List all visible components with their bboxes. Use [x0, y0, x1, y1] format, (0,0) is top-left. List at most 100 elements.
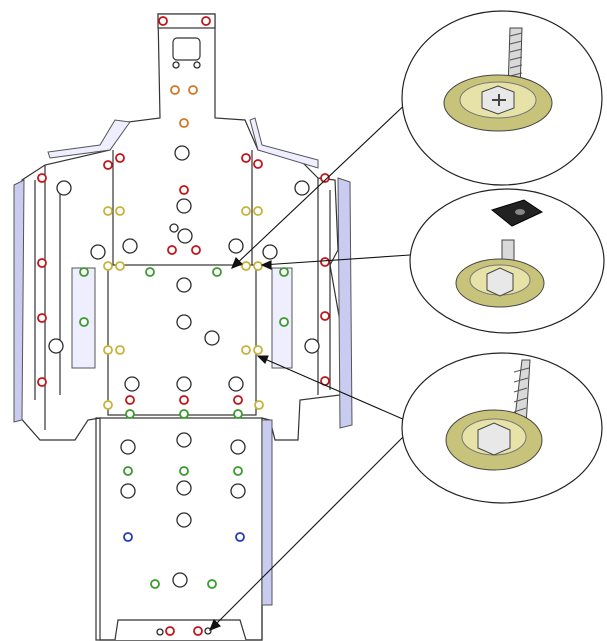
side-panels — [13, 117, 353, 606]
arrow-head-clip-nut — [260, 260, 272, 270]
mounting-hole — [193, 61, 201, 69]
fastener-marker — [125, 395, 135, 405]
fastener-marker — [241, 261, 251, 271]
fastener-marker — [79, 317, 89, 327]
fastener-marker — [115, 153, 125, 163]
leader-lines — [209, 97, 413, 631]
fastener-marker — [103, 400, 113, 410]
hole-markers — [37, 16, 330, 636]
leader-line-screw-washer-upper — [257, 355, 406, 421]
fastener-marker — [179, 395, 189, 405]
arrow-head-screw-washer-upper — [256, 355, 269, 364]
mounting-hole — [56, 180, 72, 196]
fastener-marker — [241, 153, 251, 163]
fastener-marker — [191, 245, 201, 255]
bottom-notch — [114, 619, 247, 641]
fastener-marker — [179, 118, 189, 128]
callout-screw-washer — [401, 352, 603, 504]
fastener-marker — [254, 400, 264, 410]
mounting-hole — [176, 480, 192, 496]
fastener-marker — [158, 16, 168, 26]
mounting-hole — [120, 439, 136, 455]
fastener-marker — [37, 173, 47, 183]
mounting-hole — [176, 314, 192, 330]
mounting-hole — [122, 238, 138, 254]
fastener-marker — [103, 206, 113, 216]
cross-slot — [492, 94, 506, 106]
mounting-hole — [124, 376, 140, 392]
fastener-marker — [115, 345, 125, 355]
bolt-thread — [509, 32, 523, 77]
callout-clip-nut — [409, 188, 605, 334]
leader-line-bolt-washer — [231, 97, 413, 269]
fastener-marker — [170, 85, 180, 95]
mounting-hole — [230, 483, 246, 499]
fastener-marker — [150, 579, 160, 589]
mounting-hole — [262, 244, 278, 260]
leader-line-screw-washer-lower — [209, 429, 411, 631]
fastener-marker — [193, 626, 203, 636]
fastener-marker — [253, 206, 263, 216]
fastener-marker — [253, 261, 263, 271]
mounting-hole — [176, 277, 192, 293]
mounting-hole — [172, 61, 180, 69]
mounting-hole — [174, 145, 190, 161]
fastener-marker — [241, 345, 251, 355]
fastener-marker — [179, 466, 189, 476]
left-side-panel — [13, 179, 25, 423]
fastener-marker — [37, 377, 47, 387]
fastener-marker — [233, 409, 243, 419]
fastener-marker — [207, 579, 217, 589]
callout-bolt-washer — [401, 10, 603, 186]
fastener-marker — [320, 257, 330, 267]
mounting-hole — [48, 338, 64, 354]
mounting-hole — [228, 376, 244, 392]
fastener-marker — [103, 160, 113, 170]
mounting-hole — [304, 338, 320, 354]
fastener-marker — [103, 345, 113, 355]
plate-right-fold — [317, 178, 331, 395]
arrow-head-bolt-washer — [231, 257, 243, 269]
mounting-hole — [204, 330, 220, 346]
top-slot — [172, 37, 201, 61]
mounting-hole — [177, 228, 193, 244]
screw-thread — [513, 367, 530, 413]
mounting-hole — [120, 483, 136, 499]
clip-hex-head — [486, 267, 514, 297]
mounting-hole — [230, 439, 246, 455]
fastener-marker — [123, 466, 133, 476]
mounting-hole — [90, 244, 106, 260]
right-side-panel — [337, 177, 353, 429]
fastener-marker — [179, 409, 189, 419]
fastener-marker — [253, 345, 263, 355]
fastener-marker — [233, 395, 243, 405]
mounting-hole — [169, 223, 179, 233]
fastener-marker — [212, 267, 222, 277]
arrow-head-screw-washer-lower — [209, 619, 221, 631]
clip-nut-hole — [515, 209, 525, 215]
mounting-hole — [228, 238, 244, 254]
fastener-marker — [235, 532, 245, 542]
fastener-marker — [103, 261, 113, 271]
mounting-hole — [176, 376, 192, 392]
mounting-hole — [176, 198, 192, 214]
fastener-marker — [188, 85, 198, 95]
fastener-marker — [115, 261, 125, 271]
fastener-marker — [79, 267, 89, 277]
fastener-marker — [233, 466, 243, 476]
upper-left-bracket — [47, 119, 131, 159]
mounting-hole — [176, 432, 192, 448]
fastener-marker — [320, 311, 330, 321]
fastener-marker — [123, 532, 133, 542]
fastener-marker — [279, 267, 289, 277]
mounting-hole — [204, 627, 212, 635]
fastener-marker — [37, 258, 47, 268]
fastener-marker — [253, 159, 263, 169]
screw-hex-head — [477, 422, 511, 456]
fastener-marker — [115, 206, 125, 216]
mounting-hole — [176, 512, 192, 528]
leader-line-clip-nut — [261, 254, 411, 266]
fastener-marker — [179, 185, 189, 195]
